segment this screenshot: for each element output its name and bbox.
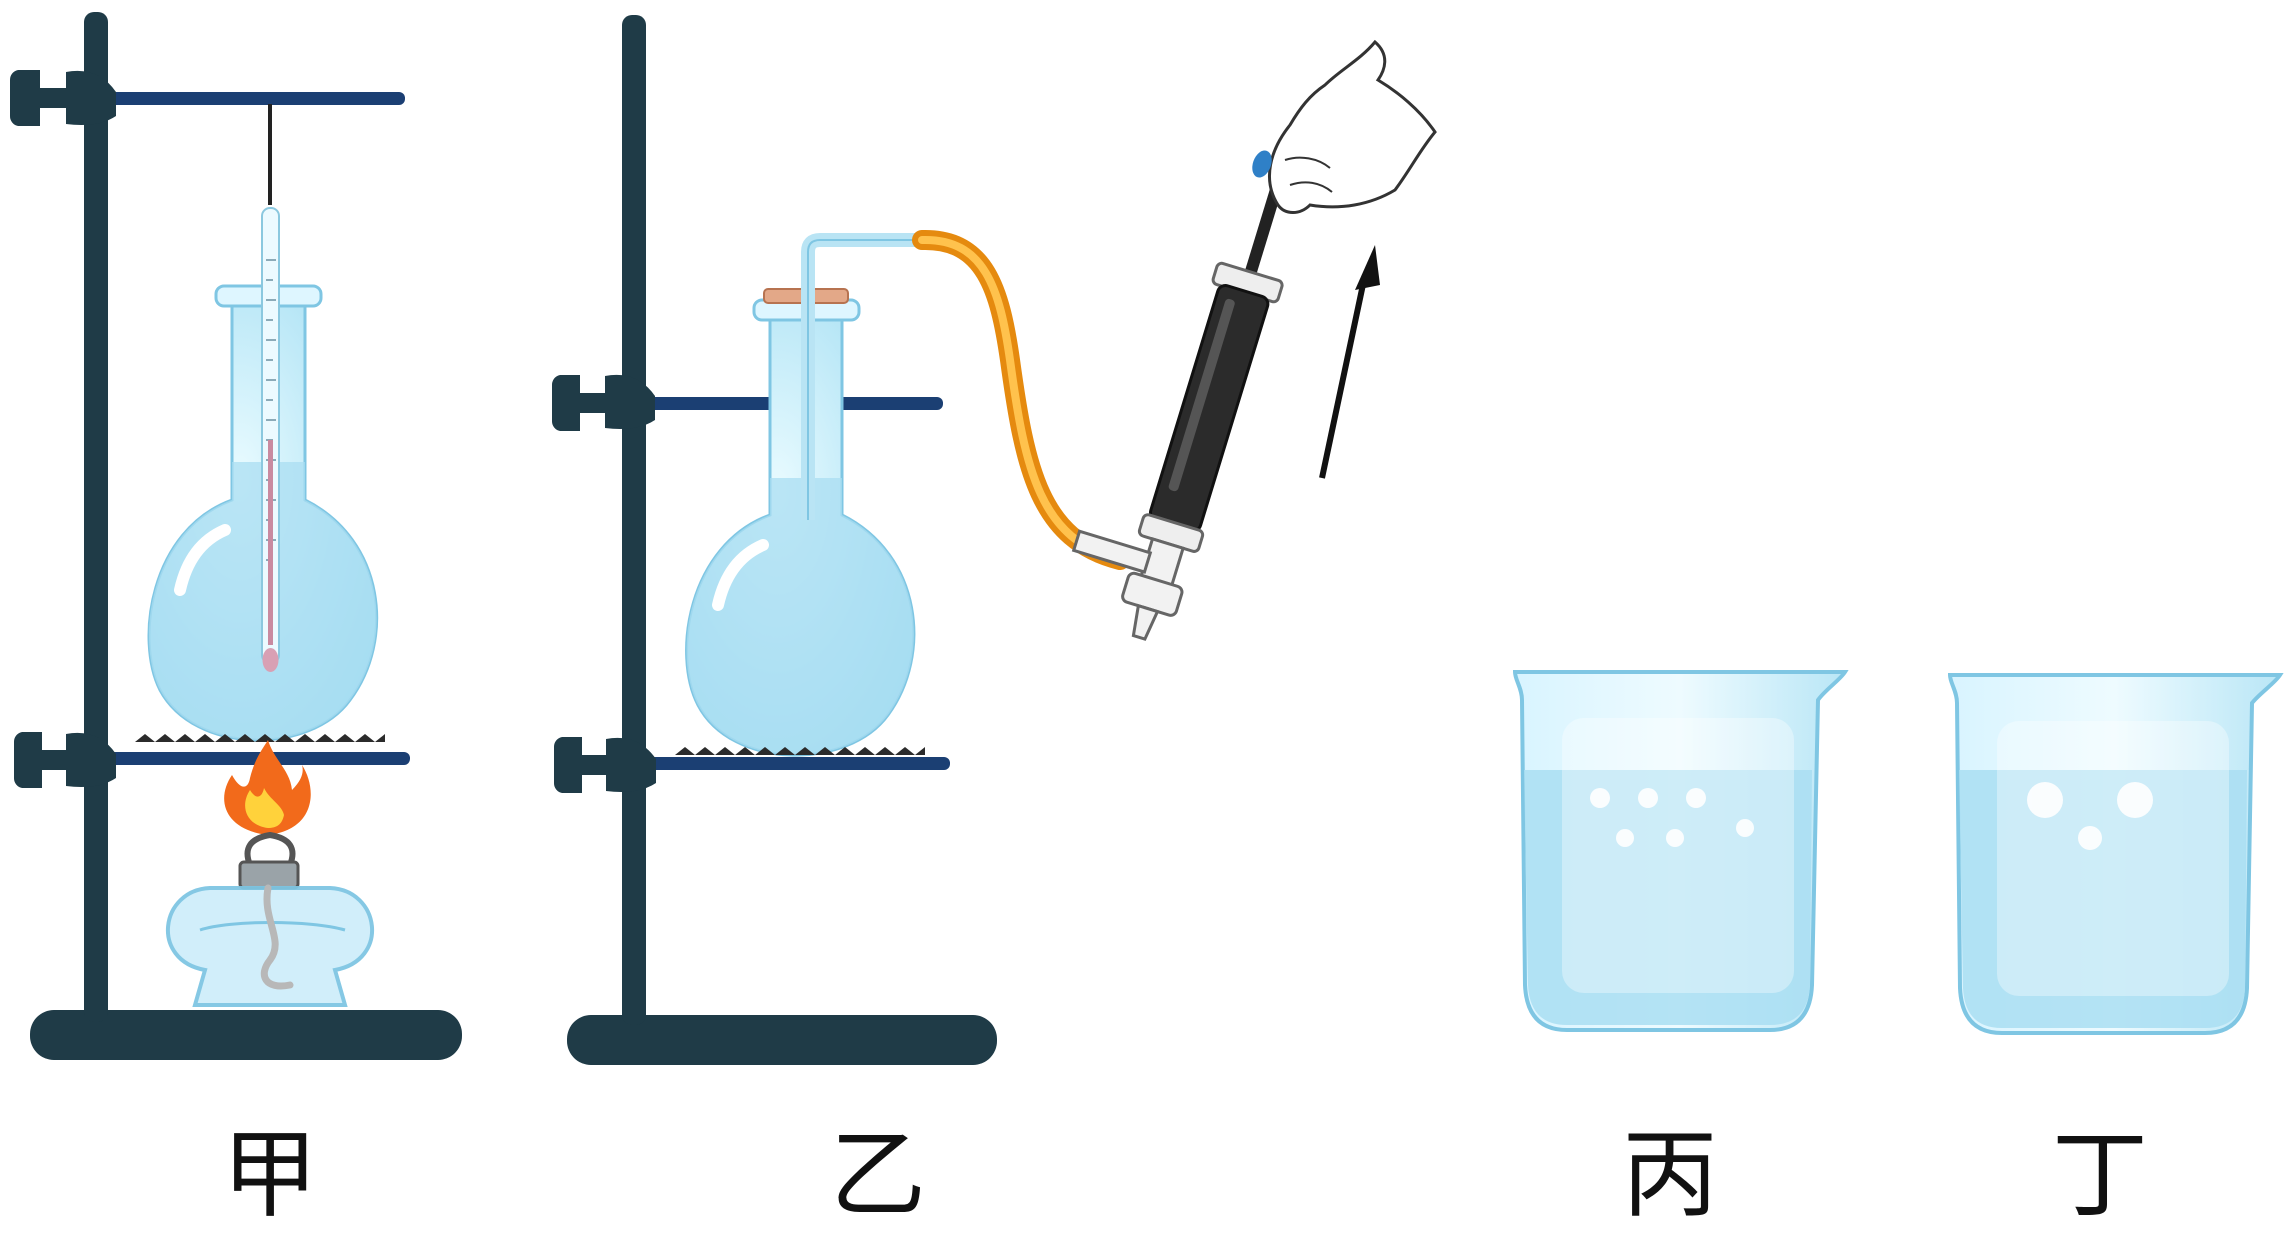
- bubbles: [1590, 788, 1754, 847]
- plunger-knob: [1252, 150, 1272, 178]
- thermometer-liquid: [268, 440, 273, 645]
- label-yi: 乙: [830, 1119, 926, 1231]
- ring-clamp-arm: [100, 752, 410, 765]
- stand-rod: [622, 15, 646, 1025]
- apparatus-jia: [9, 12, 462, 1060]
- up-arrow-icon: [1319, 245, 1380, 479]
- stand-base: [567, 1015, 997, 1065]
- flask-yi-highlight: [712, 539, 769, 611]
- ring-clamp-boss: [606, 737, 656, 792]
- beaker-ding-inner: [1997, 721, 2229, 996]
- wire-gauze-jia: [125, 734, 385, 742]
- neck-clamp-boss: [605, 374, 655, 429]
- rubber-tube-highlight: [918, 235, 1124, 564]
- ring-clamp-knob: [553, 737, 582, 793]
- lamp-wick: [260, 884, 294, 990]
- beaker-bing: [1512, 670, 1849, 1032]
- label-ding: 丁: [2052, 1119, 2148, 1231]
- syringe-icon: [1071, 152, 1293, 641]
- top-clamp-boss: [66, 70, 116, 125]
- alcohol-lamp-icon: [166, 831, 374, 1007]
- ring-clamp-arm: [640, 757, 950, 770]
- beaker-bing-inner: [1562, 718, 1794, 993]
- neck-clamp-knob: [551, 375, 580, 431]
- flask-jia-highlight: [174, 524, 231, 596]
- thermometer-bulb: [262, 648, 279, 672]
- beaker-ding: [1947, 673, 2284, 1035]
- hand-icon: [1252, 39, 1437, 214]
- beaker-ding-water: [1959, 770, 2247, 1028]
- bubbles: [2027, 782, 2153, 850]
- ring-clamp-knob: [13, 732, 42, 788]
- glass-tube-edge: [807, 239, 925, 520]
- top-clamp-screw: [38, 88, 68, 108]
- ring-clamp-boss: [66, 732, 116, 787]
- stand-base: [30, 1010, 462, 1060]
- flask-yi-water: [686, 478, 914, 756]
- label-bing: 丙: [1622, 1119, 1718, 1231]
- ring-clamp-screw: [40, 750, 68, 770]
- rubber-tube: [912, 229, 1130, 570]
- ring-clamp-screw: [580, 755, 608, 775]
- wire-gauze-yi: [665, 747, 925, 755]
- flame-inner: [245, 788, 284, 828]
- top-clamp-arm: [100, 92, 405, 105]
- neck-clamp-screw: [578, 393, 608, 413]
- top-clamp-knob: [9, 70, 41, 126]
- flame-icon: [224, 740, 311, 835]
- label-jia: 甲: [222, 1119, 318, 1231]
- stand-rod: [84, 12, 108, 1022]
- apparatus-yi: [551, 15, 1437, 1065]
